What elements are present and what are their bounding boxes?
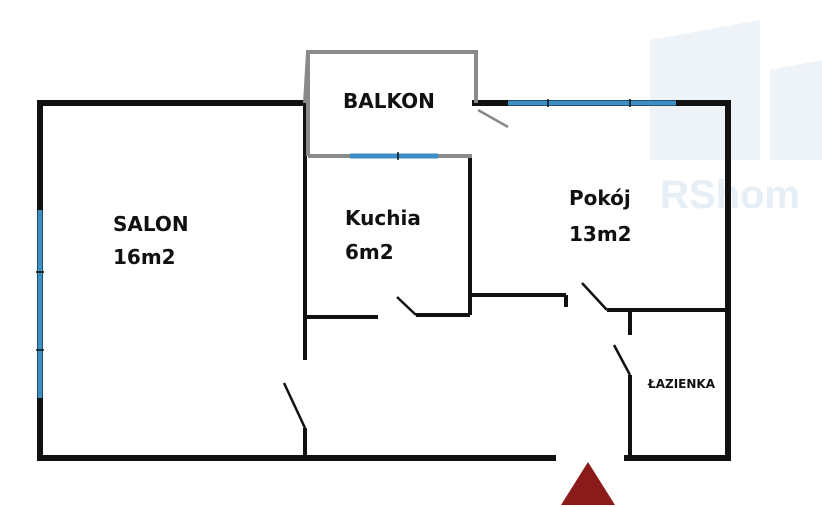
- kuchnia-area: 6m2: [345, 240, 394, 264]
- entrance-arrow-icon: [561, 462, 615, 505]
- door-balcony-icon: [477, 108, 509, 129]
- door-kitchen-icon: [396, 296, 417, 316]
- kuchnia-label: Kuchia: [345, 206, 421, 230]
- door-salon-icon: [282, 382, 307, 429]
- interior-walls: [303, 103, 728, 458]
- window-mullions: [36, 99, 631, 351]
- balkon-label: BALKON: [343, 89, 435, 113]
- pokoj-label: Pokój: [569, 186, 631, 210]
- pokoj-area: 13m2: [569, 222, 632, 246]
- watermark-building-icon: [650, 20, 760, 160]
- salon-label: SALON: [113, 212, 189, 236]
- lazienka-label: ŁAZIENKA: [647, 377, 716, 391]
- windows: [37, 100, 676, 398]
- door-swings: [282, 282, 632, 429]
- door-pokoj-icon: [581, 282, 608, 311]
- salon-area: 16m2: [113, 245, 176, 269]
- door-lazienka-icon: [612, 344, 632, 376]
- watermark-logo: RShom: [650, 20, 822, 217]
